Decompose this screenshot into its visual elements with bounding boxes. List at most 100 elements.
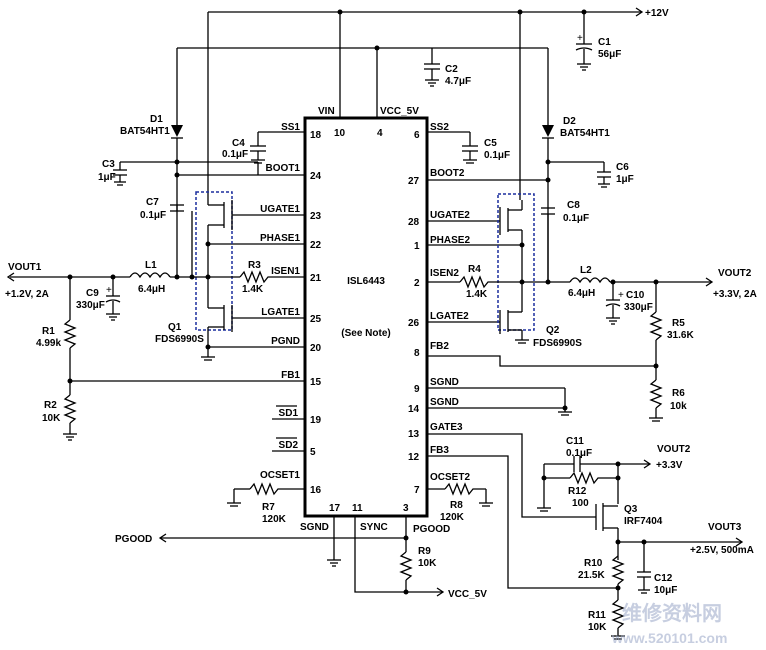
ic-body bbox=[303, 116, 429, 518]
vout3-label: VOUT3 bbox=[708, 522, 742, 533]
r1-val: 4.99k bbox=[36, 338, 61, 349]
c6-ref: C6 bbox=[616, 162, 629, 173]
ic-right-pins: SS2 6 BOOT2 27 UGATE2 28 PHASE2 1 ISEN2 … bbox=[408, 122, 656, 589]
c2-val: 4.7μF bbox=[445, 76, 471, 87]
watermark-text: 维修资料网 bbox=[622, 601, 722, 625]
pin-isen1-num: 21 bbox=[310, 273, 322, 284]
q1-val: FDS6990S bbox=[155, 334, 204, 345]
r8-ref: R8 bbox=[450, 500, 463, 511]
c4-ref: C4 bbox=[232, 138, 245, 149]
r4-resistor: R4 1.4K bbox=[459, 264, 522, 300]
r9-ref: R9 bbox=[418, 546, 431, 557]
pin-sd2-num: 5 bbox=[310, 447, 316, 458]
d1-ref: D1 bbox=[150, 114, 163, 125]
pin-sgnd17-num: 17 bbox=[329, 503, 341, 514]
r6-val: 10k bbox=[670, 401, 687, 412]
pin-sgnd9-label: SGND bbox=[430, 377, 459, 388]
r11-ref: R11 bbox=[588, 610, 606, 621]
vout3-output: VOUT3 +2.5V, 500mA bbox=[615, 522, 754, 556]
c10-val: 330μF bbox=[624, 302, 653, 313]
d2-val: BAT54HT1 bbox=[560, 128, 610, 139]
c6-capacitor: C6 1μF bbox=[545, 159, 634, 188]
pin-ocset1-label: OCSET1 bbox=[260, 470, 300, 481]
vcc5v-label: VCC_5V bbox=[448, 589, 487, 600]
pin-ugate2-label: UGATE2 bbox=[430, 210, 470, 221]
c11-r12-network: C11 0.1μF R12 100 VOUT2 +3.3V bbox=[537, 436, 691, 512]
vout2-label: VOUT2 bbox=[718, 268, 752, 279]
pin-lgate2-num: 26 bbox=[408, 318, 420, 329]
pin-sgnd17-label: SGND bbox=[300, 522, 329, 533]
pin-sd1-label: SD1 bbox=[279, 408, 299, 419]
r2-ref: R2 bbox=[44, 400, 57, 411]
rail-12v-label: +12V bbox=[645, 8, 669, 19]
c12-ref: C12 bbox=[654, 573, 673, 584]
r2-val: 10K bbox=[42, 413, 61, 424]
c9-ref: C9 bbox=[86, 288, 99, 299]
pin-phase1-num: 22 bbox=[310, 240, 322, 251]
pin-fb1-num: 15 bbox=[310, 377, 322, 388]
pin-pgnd-label: PGND bbox=[271, 336, 300, 347]
sgnd-right-ground bbox=[558, 388, 572, 416]
pin-fb3-label: FB3 bbox=[430, 445, 449, 456]
c6-val: 1μF bbox=[616, 174, 634, 185]
r12-val: 100 bbox=[572, 498, 589, 509]
pin-isen2-num: 2 bbox=[414, 278, 420, 289]
d1-val: BAT54HT1 bbox=[120, 126, 170, 137]
c3-capacitor: C3 1μF bbox=[98, 159, 259, 186]
vout1-spec: +1.2V, 2A bbox=[5, 289, 49, 300]
pin-sync-label: SYNC bbox=[360, 522, 388, 533]
l1-inductor: L1 6.4μH VOUT1 +1.2V, 2A bbox=[5, 205, 211, 300]
c11-ref: C11 bbox=[566, 436, 584, 447]
ic-name: ISL6443 bbox=[347, 276, 385, 287]
c2-capacitor: C2 4.7μF bbox=[177, 45, 548, 87]
r8-val: 120K bbox=[440, 512, 465, 523]
c11-val: 0.1μF bbox=[566, 448, 592, 459]
pin-ss2-num: 6 bbox=[414, 130, 420, 141]
vout2-in-spec: +3.3V bbox=[656, 460, 683, 471]
pin-fb3-num: 12 bbox=[408, 452, 420, 463]
c3-ref: C3 bbox=[102, 159, 115, 170]
c2-ref: C2 bbox=[445, 64, 458, 75]
pin-isen1-label: ISEN1 bbox=[271, 266, 300, 277]
pin-ugate2-num: 28 bbox=[408, 217, 420, 228]
c10-capacitor: + C10 330μF bbox=[605, 282, 653, 325]
pin-lgate1-num: 25 bbox=[310, 314, 322, 325]
pin-sd2-label: SD2 bbox=[279, 440, 299, 451]
pin-vcc5v-label: VCC_5V bbox=[380, 106, 419, 117]
q2-ref: Q2 bbox=[546, 325, 560, 336]
ic-left-pins: SS1 18 BOOT1 24 UGATE1 23 PHASE1 22 ISEN… bbox=[70, 122, 322, 496]
r4-ref: R4 bbox=[468, 264, 481, 275]
r9-val: 10K bbox=[418, 558, 437, 569]
pin-fb2-num: 8 bbox=[414, 348, 420, 359]
l1-ref: L1 bbox=[145, 260, 157, 271]
d2-diode: D2 BAT54HT1 bbox=[542, 48, 610, 280]
c5-val: 0.1μF bbox=[484, 150, 510, 161]
r1-r2-divider: R1 4.99k R2 10K bbox=[36, 277, 77, 441]
svg-text:+: + bbox=[577, 33, 583, 44]
pin-sgnd9-num: 9 bbox=[414, 384, 420, 395]
watermark: 维修资料网 www.520101.com bbox=[611, 601, 727, 646]
r5-r6-divider: R5 31.6K R6 10k bbox=[649, 282, 694, 422]
pin-pgood-label: PGOOD bbox=[413, 524, 450, 535]
pin-ugate1-label: UGATE1 bbox=[260, 204, 300, 215]
vout2-in-label: VOUT2 bbox=[657, 444, 691, 455]
pin-pgood-num: 3 bbox=[403, 503, 409, 514]
c8-val: 0.1μF bbox=[563, 213, 589, 224]
c1-capacitor: + C1 56μF bbox=[575, 12, 621, 71]
pin-boot2-num: 27 bbox=[408, 176, 420, 187]
pgood-label: PGOOD bbox=[115, 534, 152, 545]
pin-vcc5v-num: 4 bbox=[377, 128, 383, 139]
c5-ref: C5 bbox=[484, 138, 497, 149]
c5-capacitor: C5 0.1μF bbox=[462, 132, 510, 164]
pin-vin-num: 10 bbox=[334, 128, 346, 139]
c7-ref: C7 bbox=[146, 197, 159, 208]
pin-ocset2-num: 7 bbox=[414, 485, 420, 496]
sgnd17-ground bbox=[327, 559, 341, 567]
ic-note: (See Note) bbox=[341, 328, 390, 339]
q2-mosfet-pair: Q2 FDS6990S bbox=[497, 193, 582, 349]
q1-mosfet-pair: Q1 FDS6990S bbox=[155, 191, 233, 361]
l2-val: 6.4μH bbox=[568, 288, 595, 299]
c7-val: 0.1μF bbox=[140, 210, 166, 221]
pin-gate3-label: GATE3 bbox=[430, 422, 463, 433]
